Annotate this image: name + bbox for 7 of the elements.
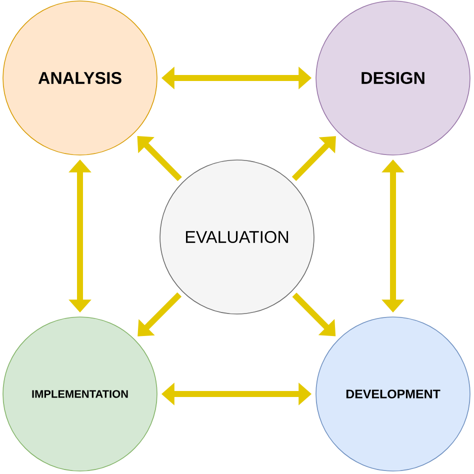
block-arrow: [138, 292, 182, 336]
circle-node: IMPLEMENTATION: [2, 316, 158, 472]
circle-node: DEVELOPMENT: [316, 316, 470, 472]
block-arrow: [292, 136, 336, 181]
circle-node: ANALYSIS: [2, 0, 158, 156]
circle-node: EVALUATION: [160, 160, 314, 314]
circle-node: DESIGN: [316, 0, 470, 156]
